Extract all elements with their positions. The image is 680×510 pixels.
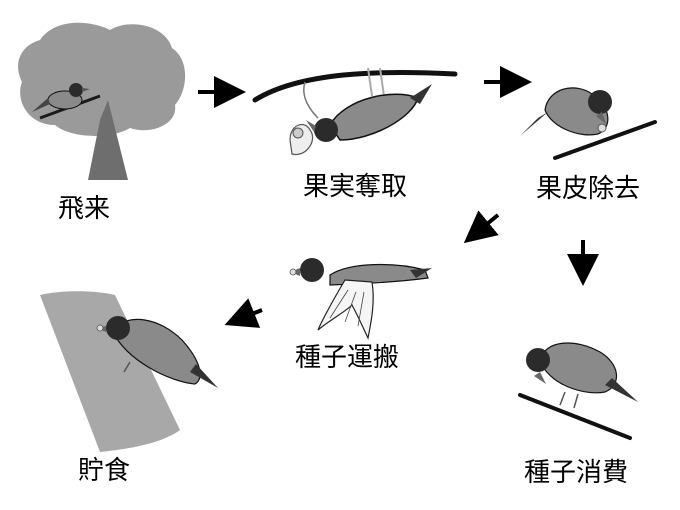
stage-label-seed-transport: 種子運搬 [295, 343, 400, 373]
wing [317, 279, 374, 340]
bird-eating [526, 342, 638, 409]
tree-bark [40, 291, 180, 452]
bird-peeling [520, 87, 612, 136]
flow-arrows [198, 66, 599, 328]
peel-removal-illustration [520, 87, 657, 160]
stage-label-seed-consumption: 種子消費 [524, 458, 629, 488]
bird-hanging [306, 84, 432, 142]
stage-label-peel-removal: 果皮除去 [536, 174, 641, 204]
bird-perched-in-tree [32, 83, 90, 112]
stage-label-arrival: 飛来 [58, 194, 111, 224]
arrow-peel-removal-to-seed-transport [463, 210, 500, 244]
upper-branch [252, 69, 458, 103]
bird-flying [289, 258, 432, 340]
tree-trunk [88, 100, 128, 180]
seed-transport-illustration [289, 258, 432, 340]
seed-consumption-illustration [518, 342, 638, 440]
stage-label-caching: 貯食 [78, 456, 131, 486]
tree-illustration [18, 22, 186, 180]
bird-caching [96, 316, 218, 388]
peel-branch [553, 120, 657, 160]
consumption-branch [518, 393, 632, 440]
caching-illustration [40, 291, 218, 452]
fruit-taking-illustration [252, 67, 458, 156]
stage-label-fruit-taking: 果実奪取 [303, 172, 408, 202]
arrow-seed-transport-to-caching [224, 298, 263, 328]
